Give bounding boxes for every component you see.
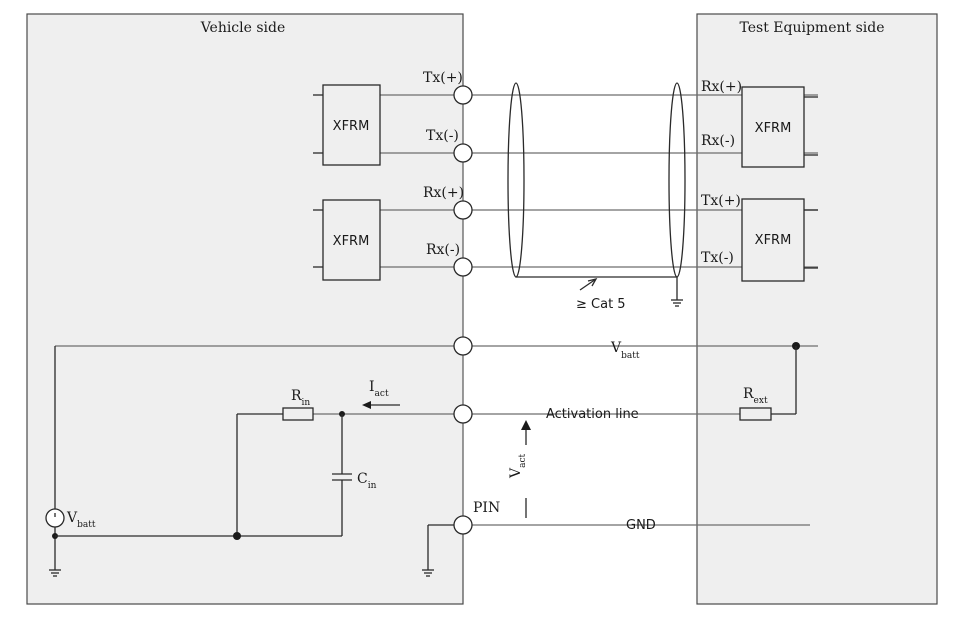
connector-activation: [453, 404, 473, 424]
connector-gnd-pin: [453, 515, 473, 535]
r-ext-label: Rext: [743, 386, 768, 406]
vehicle-side-panel: [26, 13, 464, 605]
v-act-label: Vact: [508, 453, 528, 479]
tester-tx-plus-label: Tx(+): [701, 193, 741, 209]
cable-shield-left-ellipse: [507, 82, 525, 278]
cable-shield-right-ellipse: [668, 82, 686, 278]
r-ext-resistor: [739, 407, 772, 421]
vehicle-xfrm-1-label: XFRM: [333, 119, 370, 134]
vehicle-xfrm-2: XFRM: [313, 199, 381, 281]
v-act-arrow: [521, 420, 531, 518]
cable-pointer-arrow: [579, 277, 598, 291]
ground-bus-junction-dot: [233, 532, 241, 540]
connector-rx-minus: [453, 257, 473, 277]
cable-label: ≥ Cat 5: [576, 297, 626, 312]
vehicle-tx-plus-label: Tx(+): [423, 70, 463, 86]
tester-xfrm-1: XFRM: [741, 86, 818, 168]
vbatt-line-label: Vbatt: [610, 340, 640, 361]
vehicle-xfrm-1: XFRM: [313, 84, 381, 166]
connector-rx-plus: [453, 200, 473, 220]
pin-ground-icon: [422, 569, 434, 577]
tester-tx-minus-label: Tx(-): [701, 250, 734, 266]
vehicle-rx-minus-label: Rx(-): [426, 242, 460, 258]
gnd-line-label: GND: [626, 518, 656, 533]
i-act-label: Iact: [369, 379, 389, 399]
activation-line-label: Activation line: [546, 407, 639, 422]
vbatt-source-icon: [45, 508, 65, 528]
i-act-arrow: [362, 401, 400, 409]
vehicle-tx-minus-label: Tx(-): [426, 128, 459, 144]
connector-tx-minus: [453, 143, 473, 163]
tester-rx-minus-label: Rx(-): [701, 133, 735, 149]
tester-xfrm-2-label: XFRM: [755, 233, 792, 248]
tester-xfrm-1-label: XFRM: [755, 121, 792, 136]
tester-rx-plus-label: Rx(+): [701, 79, 742, 95]
connector-vbatt: [453, 336, 473, 356]
shield-ground-icon: [671, 299, 683, 307]
vehicle-rx-plus-label: Rx(+): [423, 185, 464, 201]
c-in-label: Cin: [357, 471, 377, 491]
test-equipment-side-title: Test Equipment side: [740, 20, 885, 36]
connector-tx-plus: [453, 85, 473, 105]
vehicle-xfrm-2-label: XFRM: [333, 234, 370, 249]
r-in-label: Rin: [291, 388, 310, 408]
r-in-resistor: [282, 407, 314, 421]
vbatt-source-label: Vbatt: [66, 510, 96, 530]
vehicle-side-title: Vehicle side: [200, 20, 286, 36]
tester-xfrm-2: XFRM: [741, 198, 818, 282]
pin-label: PIN: [473, 500, 500, 516]
test-equipment-side-panel: [696, 13, 938, 605]
